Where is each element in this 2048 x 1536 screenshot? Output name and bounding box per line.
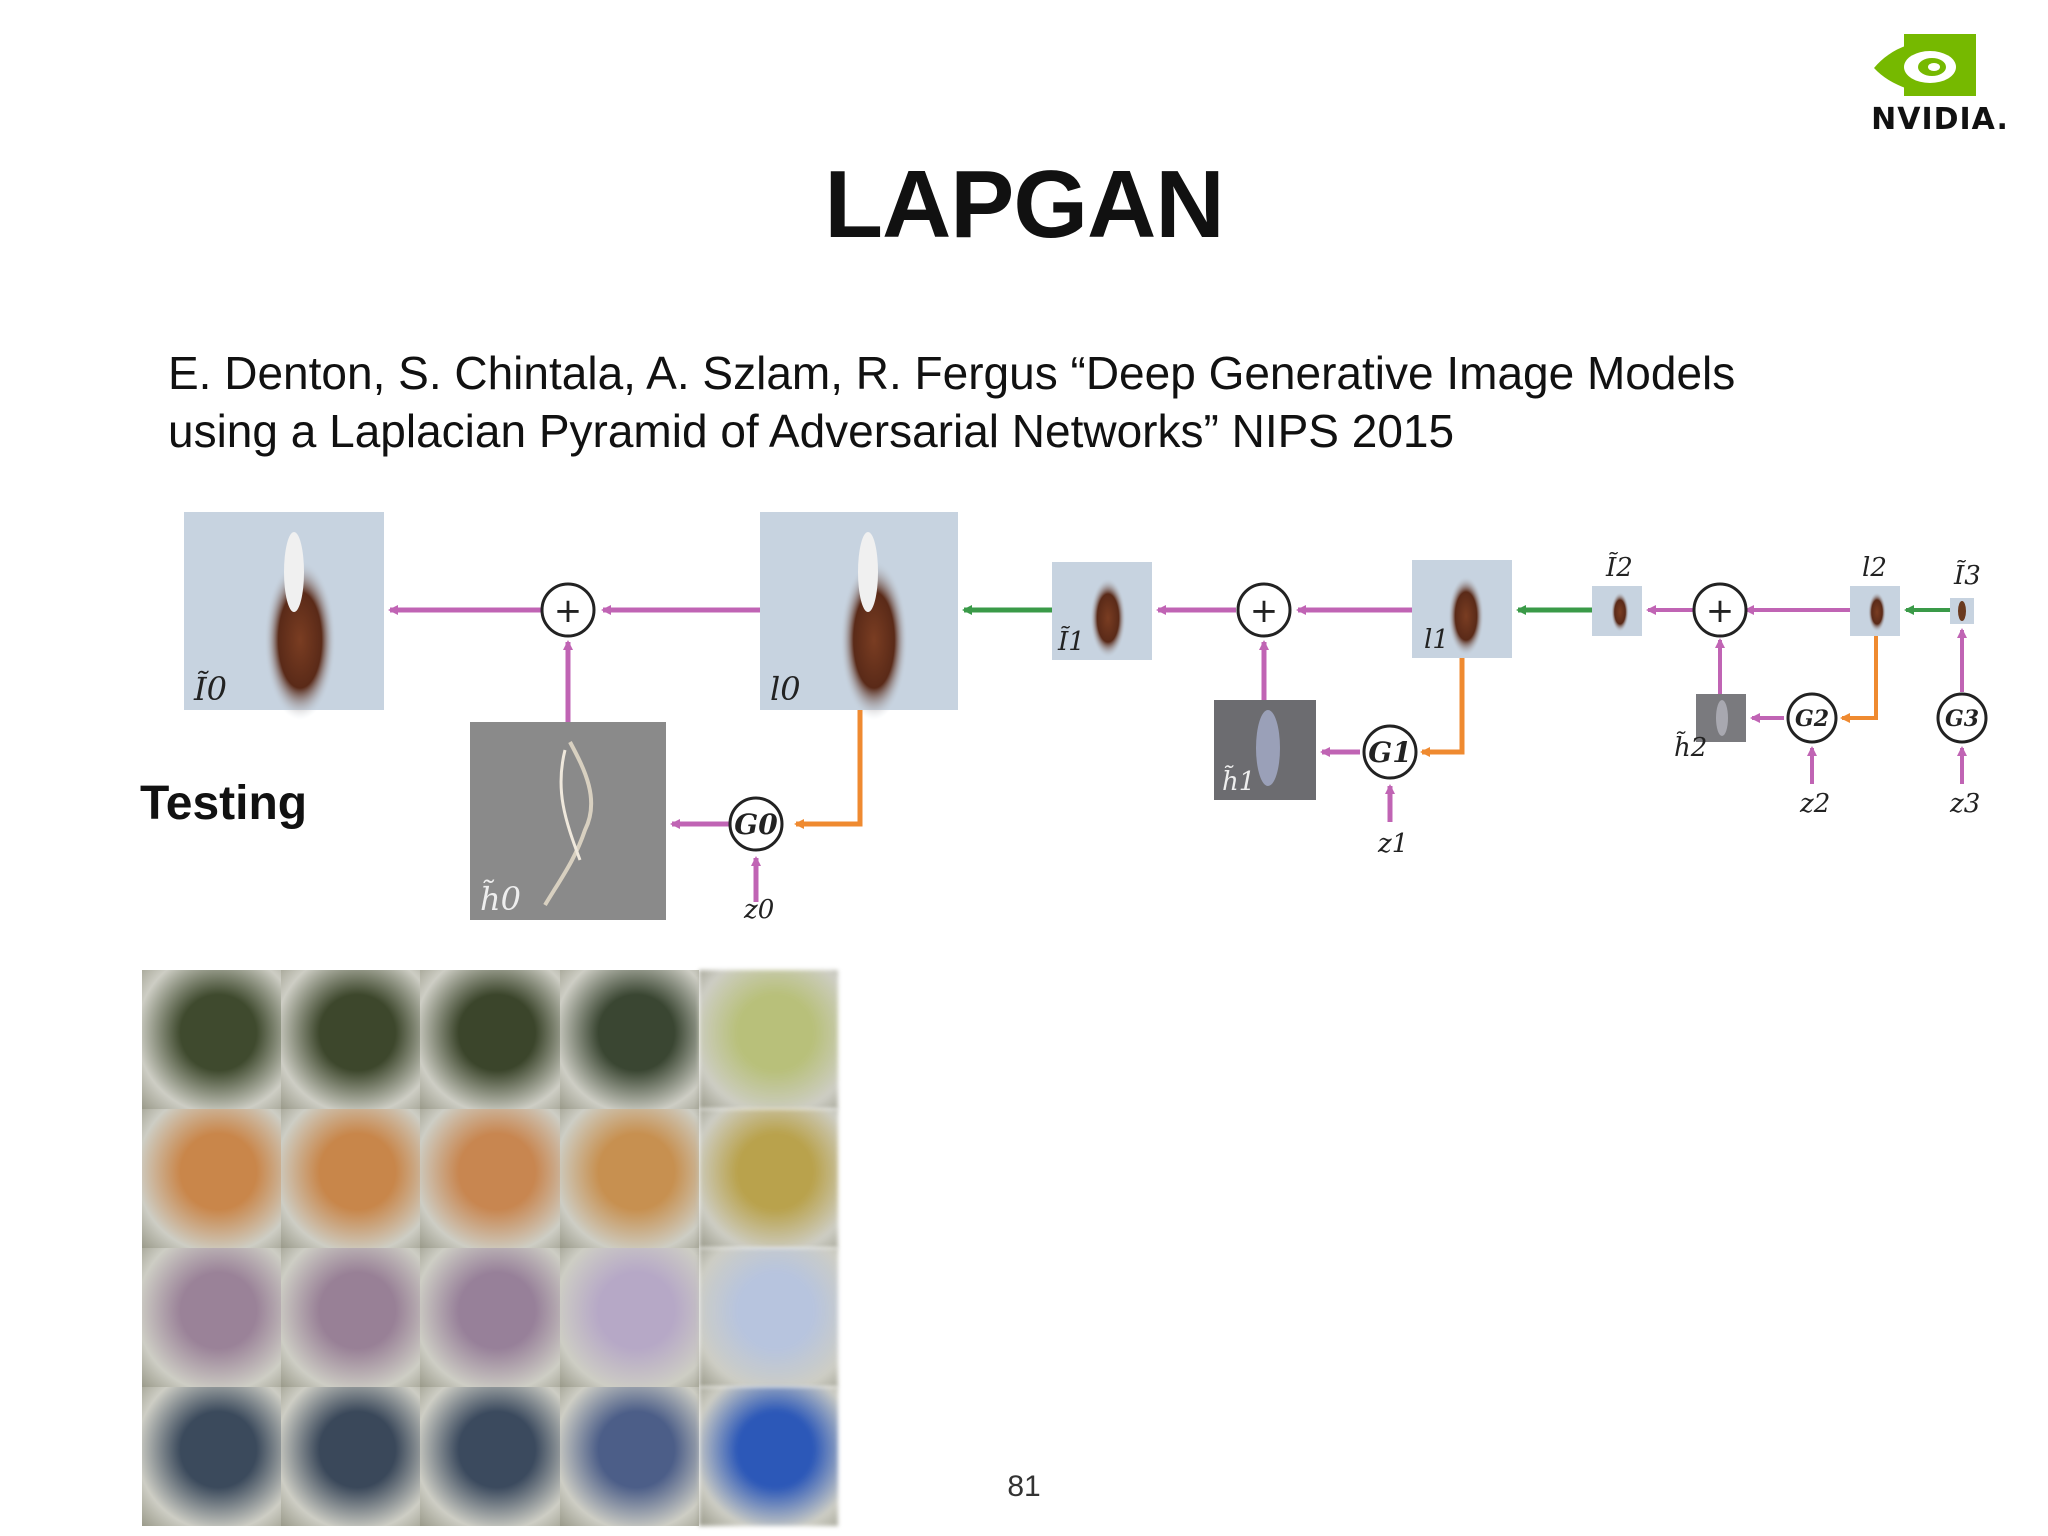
sum-symbol: +	[554, 591, 583, 631]
sample-image-r2-c3	[559, 1248, 699, 1387]
label-l1: l1	[1424, 625, 1449, 655]
label-z1: z1	[1377, 829, 1408, 859]
generator-G3: G3	[1936, 692, 1988, 744]
sample-image-r0-c0	[142, 970, 282, 1109]
sum-node-2: +	[1692, 582, 1748, 638]
testing-label: Testing	[140, 777, 308, 830]
sample-image-r0-c2	[420, 970, 560, 1109]
image-h2	[1696, 694, 1746, 742]
label-I3: Ĩ3	[1953, 559, 1981, 591]
label-I1: Ĩ1	[1057, 625, 1085, 657]
sample-image-r2-c0	[142, 1248, 282, 1387]
label-h2: h̃2	[1674, 731, 1707, 763]
arrow-flow	[388, 605, 1967, 902]
sample-image-r0-c4	[698, 970, 838, 1109]
sample-image-r1-c1	[281, 1109, 421, 1248]
nvidia-logo: NVIDIA.	[1860, 30, 2020, 140]
sample-image-r2-c1	[281, 1248, 421, 1387]
label-I2: Ĩ2	[1605, 551, 1633, 583]
image-I2	[1592, 586, 1642, 636]
sum-symbol: +	[1706, 591, 1735, 631]
nvidia-wordmark: NVIDIA.	[1871, 102, 2009, 137]
sample-image-r1-c4	[698, 1109, 838, 1248]
generator-G1: G1	[1362, 724, 1418, 780]
sum-node-0: +	[540, 582, 596, 638]
image-l2	[1850, 586, 1900, 636]
sample-image-grid	[142, 970, 838, 1526]
label-z0: z0	[743, 895, 774, 925]
sample-image-r3-c0	[142, 1387, 282, 1526]
label-h1: h̃1	[1222, 765, 1255, 797]
sample-image-r1-c0	[142, 1109, 282, 1248]
label-l2: l2	[1862, 553, 1887, 583]
sample-image-r3-c2	[420, 1387, 560, 1526]
label-I0: Ĩ0	[193, 670, 227, 708]
sample-image-r1-c2	[420, 1109, 560, 1248]
citation-line-1: E. Denton, S. Chintala, A. Szlam, R. Fer…	[168, 347, 1736, 399]
image-I0	[184, 512, 384, 720]
generator-G3-label: G3	[1945, 706, 1979, 732]
generator-G2: G2	[1786, 692, 1838, 744]
generator-G0: G0	[728, 796, 784, 852]
sample-image-r0-c3	[559, 970, 699, 1109]
sample-image-r1-c3	[559, 1109, 699, 1248]
image-h0	[470, 722, 666, 920]
image-I1	[1052, 562, 1152, 660]
generator-G1-label: G1	[1368, 736, 1411, 769]
sample-image-r0-c1	[281, 970, 421, 1109]
image-l1	[1412, 560, 1512, 658]
sample-image-r3-c4	[698, 1387, 838, 1526]
label-h0: h̃0	[480, 880, 521, 918]
citation-line-2: using a Laplacian Pyramid of Adversarial…	[168, 405, 1455, 457]
sum-symbol: +	[1250, 591, 1279, 631]
sample-image-r2-c2	[420, 1248, 560, 1387]
slide-title: LAPGAN	[824, 151, 1224, 258]
citation: E. Denton, S. Chintala, A. Szlam, R. Fer…	[168, 344, 1868, 460]
generator-G0-label: G0	[734, 808, 778, 841]
label-z3: z3	[1949, 789, 1980, 819]
label-z2: z2	[1799, 789, 1830, 819]
label-l0: l0	[770, 670, 801, 708]
sample-image-r2-c4	[698, 1248, 838, 1387]
nvidia-eye-icon	[1874, 34, 1976, 96]
generator-G2-label: G2	[1795, 706, 1829, 732]
page-number: 81	[1007, 1470, 1041, 1503]
sample-image-r3-c1	[281, 1387, 421, 1526]
image-I3	[1950, 598, 1974, 624]
image-l0	[760, 512, 958, 720]
sum-node-1: +	[1236, 582, 1292, 638]
image-h1	[1214, 700, 1316, 800]
sample-image-r3-c3	[559, 1387, 699, 1526]
